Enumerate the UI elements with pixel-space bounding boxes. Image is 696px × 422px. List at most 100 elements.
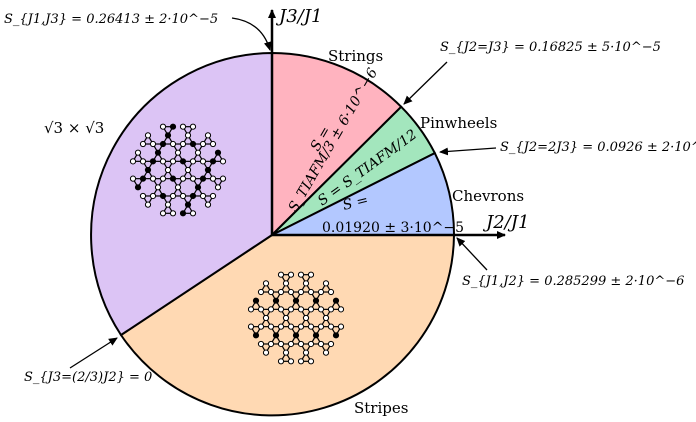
sqrt3-lattice-illustration — [129, 123, 227, 217]
lattice-site — [194, 184, 202, 191]
lattice-site — [287, 358, 295, 365]
lattice-site — [169, 175, 177, 182]
lattice-site — [277, 340, 285, 348]
lattice-site — [194, 149, 202, 156]
lattice-site — [257, 306, 265, 313]
lattice-site — [292, 297, 300, 304]
lattice-site — [199, 140, 207, 148]
lattice-site — [174, 184, 182, 191]
lattice-site — [199, 192, 207, 200]
arrow-s-j2-eq-j3 — [403, 61, 448, 105]
lattice-site — [247, 323, 255, 330]
lattice-site — [297, 306, 305, 313]
lattice-site — [312, 332, 320, 339]
lattice-site — [159, 210, 167, 217]
chevrons-value-line2: 0.01920 ± 3·10^−5 — [322, 220, 464, 236]
lattice-site — [149, 192, 157, 200]
stripes-lattice-illustration — [247, 271, 345, 365]
lattice-site — [322, 280, 330, 287]
lattice-site — [322, 349, 330, 356]
lattice-site — [252, 332, 260, 339]
region-label-strings: Strings — [328, 47, 383, 65]
lattice-site — [199, 175, 207, 182]
lattice-site — [209, 158, 217, 165]
lattice-site — [144, 132, 152, 139]
lattice-site — [282, 314, 290, 322]
lattice-site — [184, 166, 192, 174]
lattice-site — [149, 158, 157, 165]
y-axis-label: J3/J1 — [275, 6, 322, 27]
lattice-site — [317, 340, 325, 348]
lattice-site — [297, 358, 305, 365]
lattice-site — [267, 306, 275, 313]
arrow-s-j1-j2 — [456, 237, 488, 271]
lattice-site — [302, 280, 310, 287]
lattice-site — [139, 158, 147, 165]
lattice-site — [252, 297, 260, 304]
lattice-site — [189, 210, 197, 217]
lattice-site — [189, 140, 197, 148]
lattice-site — [169, 140, 177, 148]
lattice-site — [139, 192, 147, 200]
lattice-site — [169, 123, 177, 130]
lattice-site — [307, 358, 315, 365]
region-label-chevrons: Chevrons — [452, 187, 524, 205]
lattice-site — [179, 192, 187, 200]
lattice-site — [149, 175, 157, 182]
arrow-s-j2-eq-2j3 — [439, 147, 497, 156]
lattice-site — [149, 140, 157, 148]
lattice-site — [189, 175, 197, 182]
lattice-site — [204, 166, 212, 174]
lattice-site — [297, 288, 305, 296]
region-label-pinwheels: Pinwheels — [420, 114, 497, 132]
sector-strings — [271, 51, 403, 238]
annotation-s-j1-j2: S_{J1,J2} = 0.285299 ± 2·10^−6 — [462, 274, 684, 289]
lattice-site — [332, 332, 340, 339]
lattice-site — [307, 271, 315, 278]
annotation-s-j3-eq-23j2: S_{J3=(2/3)J2} = 0 — [24, 370, 152, 385]
lattice-site — [189, 158, 197, 165]
chevrons-value-line1: S = — [341, 192, 370, 214]
lattice-site — [189, 192, 197, 200]
lattice-site — [287, 288, 295, 296]
lattice-site — [337, 323, 345, 330]
lattice-site — [317, 323, 325, 330]
lattice-site — [327, 288, 335, 296]
lattice-site — [159, 158, 167, 165]
lattice-site — [277, 358, 285, 365]
lattice-site — [302, 349, 310, 356]
lattice-site — [169, 192, 177, 200]
lattice-site — [287, 340, 295, 348]
lattice-site — [179, 123, 187, 130]
lattice-site — [337, 306, 345, 313]
lattice-site — [169, 210, 177, 217]
lattice-site — [169, 158, 177, 165]
lattice-site — [327, 323, 335, 330]
lattice-site — [247, 306, 255, 313]
lattice-site — [164, 132, 172, 139]
lattice-site — [179, 140, 187, 148]
lattice-site — [159, 192, 167, 200]
lattice-site — [297, 323, 305, 330]
lattice-site — [144, 201, 152, 208]
lattice-site — [312, 297, 320, 304]
lattice-site — [282, 349, 290, 356]
lattice-site — [257, 340, 265, 348]
lattice-site — [277, 271, 285, 278]
lattice-site — [307, 340, 315, 348]
lattice-site — [164, 201, 172, 208]
lattice-site — [317, 288, 325, 296]
lattice-site — [307, 306, 315, 313]
lattice-site — [204, 132, 212, 139]
annotation-s-j2-eq-j3: S_{J2=J3} = 0.16825 ± 5·10^−5 — [440, 40, 661, 55]
lattice-site — [302, 314, 310, 322]
lattice-site — [322, 314, 330, 322]
annotation-s-j2-eq-2j3: S_{J2=2J3} = 0.0926 ± 2·10^−4 — [500, 140, 696, 155]
lattice-site — [179, 210, 187, 217]
lattice-site — [287, 271, 295, 278]
lattice-site — [129, 175, 137, 182]
lattice-site — [214, 184, 222, 191]
lattice-site — [267, 340, 275, 348]
lattice-site — [262, 280, 270, 287]
lattice-site — [297, 271, 305, 278]
